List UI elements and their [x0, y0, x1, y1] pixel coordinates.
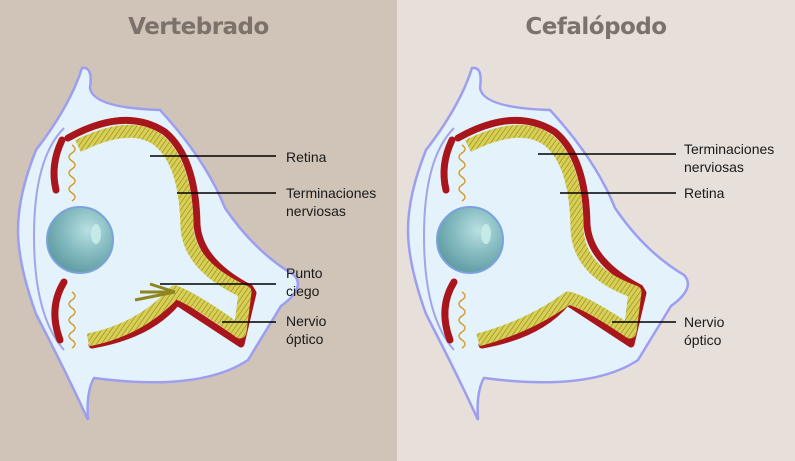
cephalopod-retina-label: Retina [684, 185, 725, 201]
cephalopod-nerve-label-1: Nervio [684, 314, 725, 330]
vertebrate-blindspot-label-2: ciego [286, 283, 320, 299]
cephalopod-endings-label-1: Terminaciones [684, 141, 774, 157]
vertebrate-fiber-bundle [134, 282, 176, 302]
vertebrate-eye [16, 66, 300, 422]
vertebrate-title: Vertebrado [128, 14, 269, 40]
cephalopod-retina [465, 124, 642, 347]
cephalopod-nerve-label-2: óptico [684, 332, 722, 348]
vertebrate-nerve-label-1: Nervio [286, 313, 327, 329]
vertebrate-lens-highlight [91, 224, 101, 244]
vertebrate-endings-label-2: nerviosas [286, 203, 346, 219]
vertebrate-retina-label: Retina [286, 149, 327, 165]
cephalopod-endings-label-2: nerviosas [684, 159, 744, 175]
cephalopod-leader-lines [538, 153, 676, 323]
vertebrate-lens [46, 206, 114, 274]
cephalopod-lens-highlight [481, 224, 491, 244]
cephalopod-lens [436, 206, 504, 274]
cephalopod-eye [406, 66, 690, 422]
cephalopod-title: Cefalópodo [525, 14, 667, 40]
vertebrate-nerve-label-2: óptico [286, 331, 324, 347]
vertebrate-leader-lines [150, 155, 276, 323]
vertebrate-blindspot-label-1: Punto [286, 265, 323, 281]
vertebrate-endings-label-1: Terminaciones [286, 185, 376, 201]
